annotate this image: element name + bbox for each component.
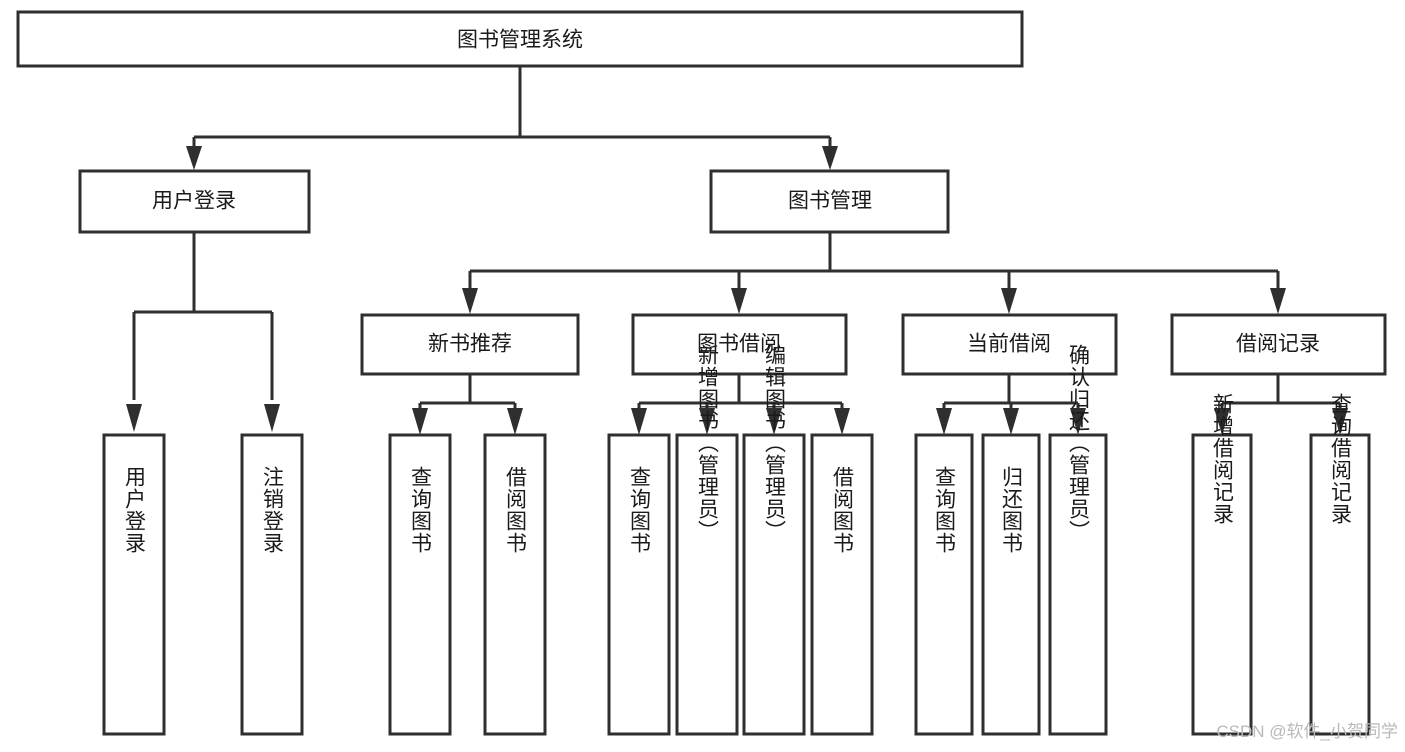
- node-label: 用户登录: [152, 190, 236, 213]
- node-label: 新增图书（管理员）: [696, 344, 720, 542]
- node-box: [78, 169, 311, 234]
- node-book-management[interactable]: 图书管理: [709, 169, 950, 234]
- node-book-borrow[interactable]: 图书借阅: [631, 313, 848, 376]
- node-box: [675, 433, 739, 736]
- arrow-head-icon: [631, 408, 647, 435]
- node-book-management-system[interactable]: 图书管理系统: [16, 10, 1024, 68]
- node-label: 图书管理系统: [457, 29, 583, 52]
- arrow-head-icon: [1214, 408, 1230, 435]
- node-label: 查询图书: [933, 466, 957, 554]
- node-box: [914, 433, 974, 736]
- arrow-head-icon: [936, 408, 952, 435]
- connector-layer: [126, 66, 1348, 435]
- arrow-head-icon: [1270, 288, 1286, 314]
- leaf-node-book-borrow-borrow[interactable]: 借阅图书: [810, 433, 874, 736]
- node-box: [1309, 433, 1371, 736]
- leaf-node-book-borrow-query[interactable]: 查询图书: [607, 433, 671, 736]
- leaf-node-book-borrow-edit[interactable]: 编辑图书（管理员）: [742, 344, 806, 736]
- leaf-node-current-borrow-return[interactable]: 归还图书: [981, 433, 1041, 736]
- node-box: [631, 313, 848, 376]
- node-box: [360, 313, 580, 376]
- node-borrow-record[interactable]: 借阅记录: [1170, 313, 1387, 376]
- leaf-node-current-borrow-confirm[interactable]: 确认归还（管理员）: [1048, 344, 1108, 736]
- node-label: 查询图书: [409, 466, 433, 554]
- node-user-login[interactable]: 用户登录: [78, 169, 311, 234]
- node-label: 查询借阅记录: [1329, 393, 1353, 525]
- node-box: [981, 433, 1041, 736]
- arrow-head-icon: [699, 408, 715, 435]
- node-label: 编辑图书（管理员）: [763, 344, 787, 542]
- arrow-head-icon: [412, 408, 428, 435]
- csdn-watermark: CSDN @软件_小贺同学: [1216, 722, 1398, 741]
- node-box: [1170, 313, 1387, 376]
- node-label: 图书管理: [788, 190, 872, 213]
- arrow-head-icon: [186, 146, 202, 170]
- arrow-head-icon: [264, 404, 280, 432]
- arrow-head-icon: [462, 288, 478, 314]
- leaf-node-current-borrow-query[interactable]: 查询图书: [914, 433, 974, 736]
- node-label: 借阅图书: [504, 466, 528, 554]
- leaf-node-new-book-query[interactable]: 查询图书: [388, 433, 452, 736]
- leaf-node-borrow-record-query[interactable]: 查询借阅记录: [1309, 393, 1371, 736]
- node-box: [901, 313, 1118, 376]
- node-box: [742, 433, 806, 736]
- node-new-book-recommend[interactable]: 新书推荐: [360, 313, 580, 376]
- arrow-head-icon: [126, 404, 142, 432]
- node-label: 用户登录: [123, 466, 147, 554]
- arrow-head-icon: [766, 408, 782, 435]
- node-label: 当前借阅: [967, 333, 1051, 356]
- node-label: 确认归还（管理员）: [1067, 344, 1091, 542]
- node-box: [388, 433, 452, 736]
- node-label: 图书借阅: [697, 333, 781, 356]
- node-label: 归还图书: [1000, 466, 1024, 554]
- leaf-node-borrow-record-add[interactable]: 新增借阅记录: [1191, 393, 1253, 736]
- node-box: [607, 433, 671, 736]
- node-label: 借阅图书: [831, 466, 855, 554]
- node-label: 新增借阅记录: [1211, 393, 1235, 525]
- node-label: 借阅记录: [1236, 333, 1320, 356]
- leaf-node-new-book-borrow[interactable]: 借阅图书: [483, 433, 547, 736]
- arrow-head-icon: [1332, 408, 1348, 435]
- arrow-head-icon: [507, 408, 523, 435]
- node-label: 查询图书: [628, 466, 652, 554]
- node-box: [483, 433, 547, 736]
- arrow-head-icon: [1001, 288, 1017, 314]
- node-box: [16, 10, 1024, 68]
- node-box: [1048, 433, 1108, 736]
- leaf-node-book-borrow-add[interactable]: 新增图书（管理员）: [675, 344, 739, 736]
- arrow-head-icon: [731, 288, 747, 314]
- arrow-head-icon: [834, 408, 850, 435]
- node-current-borrow[interactable]: 当前借阅: [901, 313, 1118, 376]
- leaf-node-user-login-login[interactable]: 用户登录: [102, 433, 166, 736]
- node-box: [102, 433, 166, 736]
- node-box: [709, 169, 950, 234]
- arrow-head-icon: [1003, 408, 1019, 435]
- arrow-head-icon: [822, 146, 838, 170]
- node-label: 注销登录: [261, 466, 285, 554]
- node-box: [240, 433, 304, 736]
- node-label: 新书推荐: [428, 333, 512, 356]
- node-box: [1191, 433, 1253, 736]
- node-box: [810, 433, 874, 736]
- arrow-head-icon: [1070, 408, 1086, 435]
- leaf-node-user-login-logout[interactable]: 注销登录: [240, 433, 304, 736]
